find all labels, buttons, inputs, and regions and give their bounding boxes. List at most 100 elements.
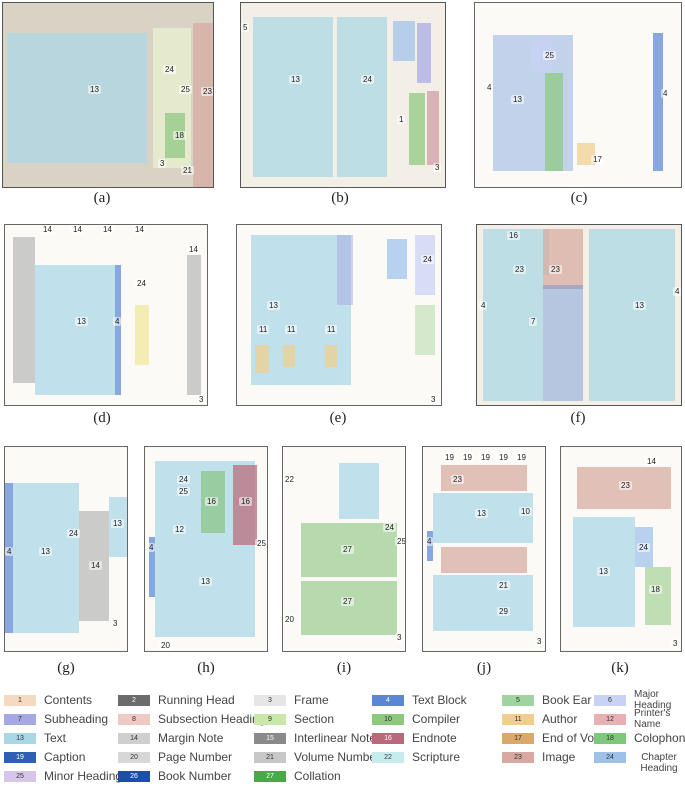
region-label: 25	[179, 85, 192, 94]
legend-item: 8 Subsection Heading	[118, 711, 265, 727]
legend-swatch: 25	[4, 770, 36, 782]
region-label: 13	[111, 519, 124, 528]
caption-b: (b)	[331, 190, 349, 206]
subheading-region	[337, 235, 353, 305]
legend-swatch: 15	[254, 732, 286, 744]
legend-label: Chapter Heading	[640, 752, 678, 774]
region-label: 4	[479, 301, 488, 310]
region-label: 22	[283, 475, 296, 484]
caption-k: (k)	[611, 660, 629, 676]
region-label: 13	[75, 317, 88, 326]
region-label: 20	[283, 615, 296, 624]
legend-swatch: 16	[372, 732, 404, 744]
region-label: 24	[421, 255, 434, 264]
legend-label: Interlinear Note	[294, 731, 377, 745]
text-region	[13, 483, 79, 633]
legend-label: Book Ear	[542, 693, 592, 707]
text-block-region	[653, 33, 663, 171]
region-label: 3	[433, 163, 442, 172]
region-label: 10	[519, 507, 532, 516]
legend-swatch: 1	[4, 694, 36, 706]
region-label: 25	[395, 537, 406, 546]
image-region	[193, 23, 213, 187]
image-region	[543, 229, 583, 289]
legend-label: Collation	[294, 769, 341, 783]
region-label: 3	[395, 633, 404, 642]
caption-a: (a)	[93, 190, 111, 206]
author-region	[255, 345, 269, 373]
panel-k: 14 23 24 13 18 3	[560, 446, 682, 652]
legend-label: Scripture	[412, 750, 461, 764]
region-label: 3	[158, 159, 167, 168]
legend-swatch: 6	[594, 694, 626, 706]
region-label: 16	[507, 231, 520, 240]
text-block-region	[5, 483, 13, 633]
legend-label: Subsection Heading	[158, 712, 266, 726]
region-label: 23	[549, 265, 562, 274]
region-label: 24	[135, 279, 148, 288]
minor-heading-region	[531, 41, 553, 71]
text-region	[253, 17, 333, 177]
panel-g: 4 13 24 13 14 3	[4, 446, 128, 652]
compiler-region	[409, 93, 425, 165]
panel-f: 16 23 23 4 7 13 4	[476, 224, 682, 406]
legend-swatch: 2	[118, 694, 150, 706]
caption-h: (h)	[197, 660, 215, 676]
text-region	[589, 229, 675, 401]
legend-swatch: 26	[118, 770, 150, 782]
region-label: 23	[201, 87, 213, 96]
region-label: 16	[239, 497, 252, 506]
region-label: 3	[671, 639, 680, 648]
region-label: 14	[89, 561, 102, 570]
panel-e: 24 13 11 11 11 3	[236, 224, 442, 406]
region-label: 19	[515, 453, 528, 462]
region-label: 5	[241, 23, 250, 32]
panel-j: 19 19 19 19 19 23 4 13 10 21 29 3	[422, 446, 546, 652]
compiler-region	[545, 73, 563, 171]
region-label: 7	[529, 317, 538, 326]
region-label: 24	[177, 475, 190, 484]
region-label: 21	[497, 581, 510, 590]
legend-swatch: 17	[502, 732, 534, 744]
region-label: 23	[513, 265, 526, 274]
legend-swatch: 14	[118, 732, 150, 744]
legend-swatch: 5	[502, 694, 534, 706]
region-label: 14	[41, 225, 54, 234]
caption-c: (c)	[570, 190, 588, 206]
region-label: 18	[173, 131, 186, 140]
legend-label: Text Block	[412, 693, 467, 707]
region-label: 4	[113, 317, 122, 326]
region-label: 23	[619, 481, 632, 490]
region-label: 19	[461, 453, 474, 462]
region-label: 23	[451, 475, 464, 484]
region-label: 29	[497, 607, 510, 616]
chapter-heading-region	[393, 21, 415, 61]
legend-swatch: 8	[118, 713, 150, 725]
region-label: 24	[361, 75, 374, 84]
region-label: 25	[543, 51, 556, 60]
region-label: 16	[205, 497, 218, 506]
region-label: 19	[443, 453, 456, 462]
legend-label: Book Number	[158, 769, 232, 783]
text-block-region	[543, 285, 583, 401]
text-region	[337, 17, 387, 177]
collation-region	[301, 581, 397, 635]
region-label: 24	[67, 529, 80, 538]
region-label: 12	[173, 525, 186, 534]
legend-label: Printer's Name	[634, 708, 671, 730]
region-label: 13	[633, 301, 646, 310]
